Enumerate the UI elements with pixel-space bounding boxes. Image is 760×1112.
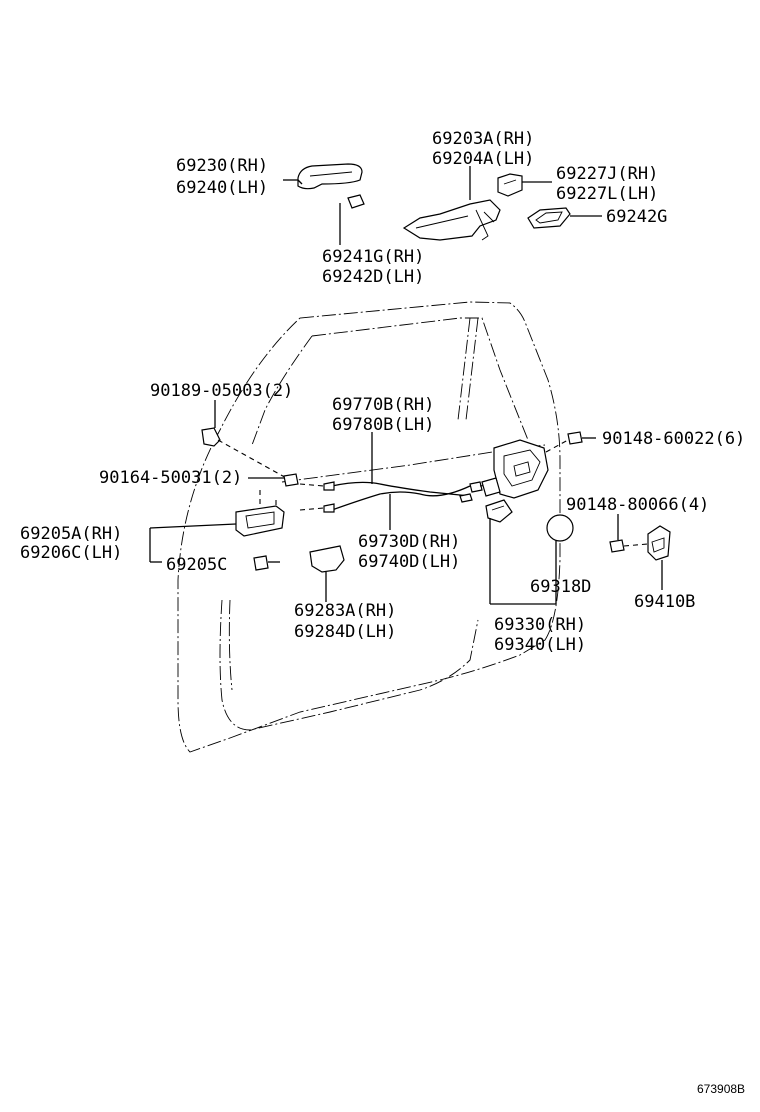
label-69227L: 69227L(LH) [556, 184, 658, 204]
label-69240: 69240(LH) [176, 178, 268, 198]
label-69230: 69230(RH) [176, 156, 268, 176]
label-69410B: 69410B [634, 592, 695, 612]
label-69318D: 69318D [530, 577, 591, 597]
diagram-code: 673908B [697, 1082, 745, 1096]
label-69730D: 69730D(RH) [358, 532, 460, 552]
label-69780B: 69780B(LH) [332, 415, 434, 435]
label-90189: 90189-05003(2) [150, 381, 293, 401]
handle-gasket-part [527, 207, 602, 229]
door-striker-part [647, 525, 671, 590]
handle-bezel-part [309, 545, 345, 602]
label-90148-60022: 90148-60022(6) [602, 429, 745, 449]
label-69330: 69330(RH) [494, 615, 586, 635]
lock-cushion-part [546, 514, 574, 542]
door-lock-assembly-part [481, 439, 557, 605]
label-69242D: 69242D(LH) [322, 267, 424, 287]
label-69242G: 69242G [606, 207, 667, 227]
rear-door-outline [177, 301, 561, 753]
label-69227J: 69227J(RH) [556, 164, 658, 184]
label-90148-80066: 90148-80066(4) [566, 495, 709, 515]
label-69203A: 69203A(RH) [432, 129, 534, 149]
screw-69205C-part [253, 555, 280, 571]
label-69204A: 69204A(LH) [432, 149, 534, 169]
label-69284D: 69284D(LH) [294, 622, 396, 642]
screw-90148-60022-part [545, 431, 596, 453]
handle-pad-part [347, 194, 365, 209]
label-69340: 69340(LH) [494, 635, 586, 655]
inside-handle-part [149, 490, 285, 563]
label-69770B: 69770B(RH) [332, 395, 434, 415]
label-69206C: 69206C(LH) [20, 543, 122, 563]
screw-90164-part [248, 473, 299, 487]
handle-frame-part [402, 166, 501, 241]
cable-assembly-part [299, 432, 497, 530]
outside-handle-part [283, 163, 363, 190]
label-69205A: 69205A(RH) [20, 524, 122, 544]
screw-90148-80066-part [609, 514, 649, 553]
label-69241G: 69241G(RH) [322, 247, 424, 267]
handle-cover-part [497, 173, 552, 197]
label-69740D: 69740D(LH) [358, 552, 460, 572]
label-69283A: 69283A(RH) [294, 601, 396, 621]
label-90164: 90164-50031(2) [99, 468, 242, 488]
label-69205C: 69205C [166, 555, 227, 575]
clip-part [201, 400, 291, 481]
